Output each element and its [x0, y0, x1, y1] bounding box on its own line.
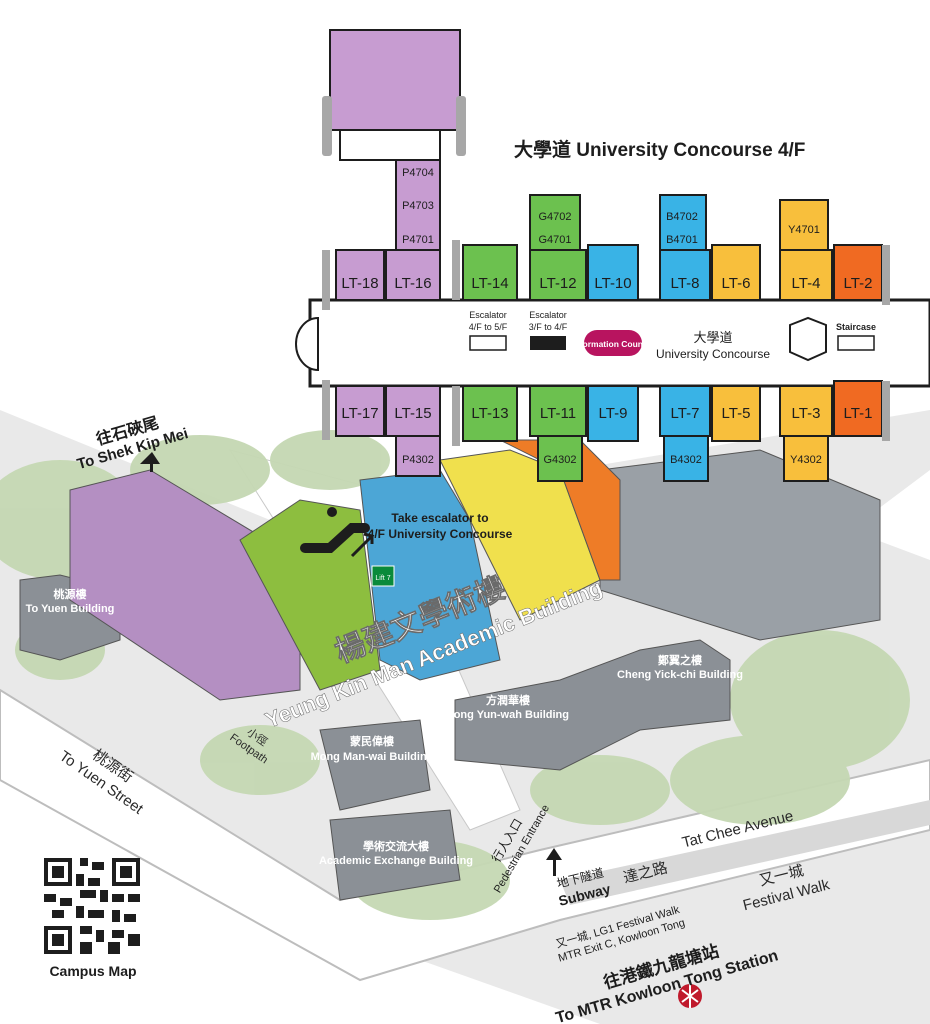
lt-1-label[interactable]: LT-1 — [844, 405, 873, 422]
room-p4302-label[interactable]: P4302 — [402, 454, 434, 466]
lt-9-label[interactable]: LT-9 — [599, 405, 628, 422]
lt-8-label[interactable]: LT-8 — [671, 275, 700, 292]
concourse-title: 大學道 University Concourse 4/F — [514, 138, 805, 161]
lt-16-label[interactable]: LT-16 — [394, 275, 431, 292]
room-y4701-label[interactable]: Y4701 — [788, 224, 820, 236]
lt-2-label[interactable]: LT-2 — [844, 275, 873, 292]
mong-man-wai-en-1: Mong Man-wai Building — [311, 751, 434, 763]
staircase-label: Staircase — [836, 322, 876, 332]
information-counter-shape — [584, 330, 642, 356]
room-g4702-label[interactable]: G4702 — [538, 211, 571, 223]
escalator-icon — [300, 507, 374, 558]
fong-yun-wah-zh: 方潤華樓 — [486, 693, 530, 707]
room-b4302-label[interactable]: B4302 — [670, 454, 702, 466]
lt-6-label[interactable]: LT-6 — [722, 275, 751, 292]
grey-buildings — [19, 449, 881, 901]
lt-14-label[interactable]: LT-14 — [471, 275, 508, 292]
mong-man-wai-zh: 蒙民偉樓 — [350, 734, 394, 748]
lt-17-label[interactable]: LT-17 — [341, 405, 378, 422]
escalator-note-line-1: Take escalator to — [391, 511, 488, 525]
concourse-en-label: University Concourse — [656, 347, 770, 361]
lt-13-label[interactable]: LT-13 — [471, 405, 508, 422]
to-yuen-zh: 桃源樓 — [54, 587, 87, 601]
academic-exchange-zh: 學術交流大樓 — [363, 839, 429, 853]
lt-12-label[interactable]: LT-12 — [539, 275, 576, 292]
room-p4703-label[interactable]: P4703 — [402, 200, 434, 212]
info-counter-label[interactable]: Information Counter — [572, 339, 654, 349]
escalator-a-label-1: Escalator — [469, 310, 507, 320]
lt-11-label[interactable]: LT-11 — [540, 405, 576, 422]
escalator-a-label-2: 4/F to 5/F — [469, 322, 508, 332]
lt-5-label[interactable]: LT-5 — [722, 405, 751, 422]
north-arrow-icon — [140, 452, 160, 464]
room-y4302-label[interactable]: Y4302 — [790, 454, 822, 466]
entrance-arrow-icon — [546, 848, 562, 860]
arrows — [140, 452, 562, 876]
room-p4704-label[interactable]: P4704 — [402, 167, 434, 179]
room-labels: P4704 P4703 P4701 P4302 G4702 G4701 G430… — [402, 167, 822, 466]
lift-icon — [371, 565, 395, 587]
fong-yun-wah-en: Fong Yun-wah Building — [447, 709, 569, 721]
building-labels: 桃源樓 To Yuen Building 蒙民偉樓 Mong Man-wai B… — [26, 587, 743, 867]
facility-labels: Escalator 4/F to 5/F Escalator 3/F to 4/… — [375, 310, 876, 582]
lt-4-label[interactable]: LT-4 — [792, 275, 821, 292]
lt-labels: LT-18 LT-16 LT-14 LT-12 LT-10 LT-8 LT-6 … — [341, 275, 872, 422]
lt-10-label[interactable]: LT-10 — [594, 275, 631, 292]
lt-15-label[interactable]: LT-15 — [394, 405, 431, 422]
concourse-floorplan — [295, 29, 930, 482]
lt-7-label[interactable]: LT-7 — [671, 405, 700, 422]
lt-3-label[interactable]: LT-3 — [792, 405, 821, 422]
room-b4701-label[interactable]: B4701 — [666, 234, 698, 246]
concourse-zh-label: 大學道 — [693, 330, 732, 345]
cheng-yick-chi-zh: 鄭翼之樓 — [658, 653, 702, 667]
room-p4701-label[interactable]: P4701 — [402, 234, 434, 246]
yeung-kin-man-building-shape — [69, 439, 621, 701]
lt-18-label[interactable]: LT-18 — [341, 275, 378, 292]
mtr-logo-icon — [678, 984, 702, 1008]
cheng-yick-chi-en: Cheng Yick-chi Building — [617, 669, 743, 681]
escalator-note-line-2: 4/F University Concourse — [368, 527, 513, 541]
escalator-b-label-2: 3/F to 4/F — [529, 322, 568, 332]
qr-code-label: Campus Map — [49, 963, 137, 979]
escalator-b-label-1: Escalator — [529, 310, 567, 320]
room-b4702-label[interactable]: B4702 — [666, 211, 698, 223]
lift-label: Lift 7 — [375, 575, 390, 582]
room-g4302-label[interactable]: G4302 — [543, 454, 576, 466]
academic-exchange-en: Academic Exchange Building — [319, 855, 473, 867]
room-g4701-label[interactable]: G4701 — [538, 234, 571, 246]
to-yuen-en: To Yuen Building — [26, 603, 115, 615]
qr-code-icon[interactable] — [44, 858, 140, 954]
